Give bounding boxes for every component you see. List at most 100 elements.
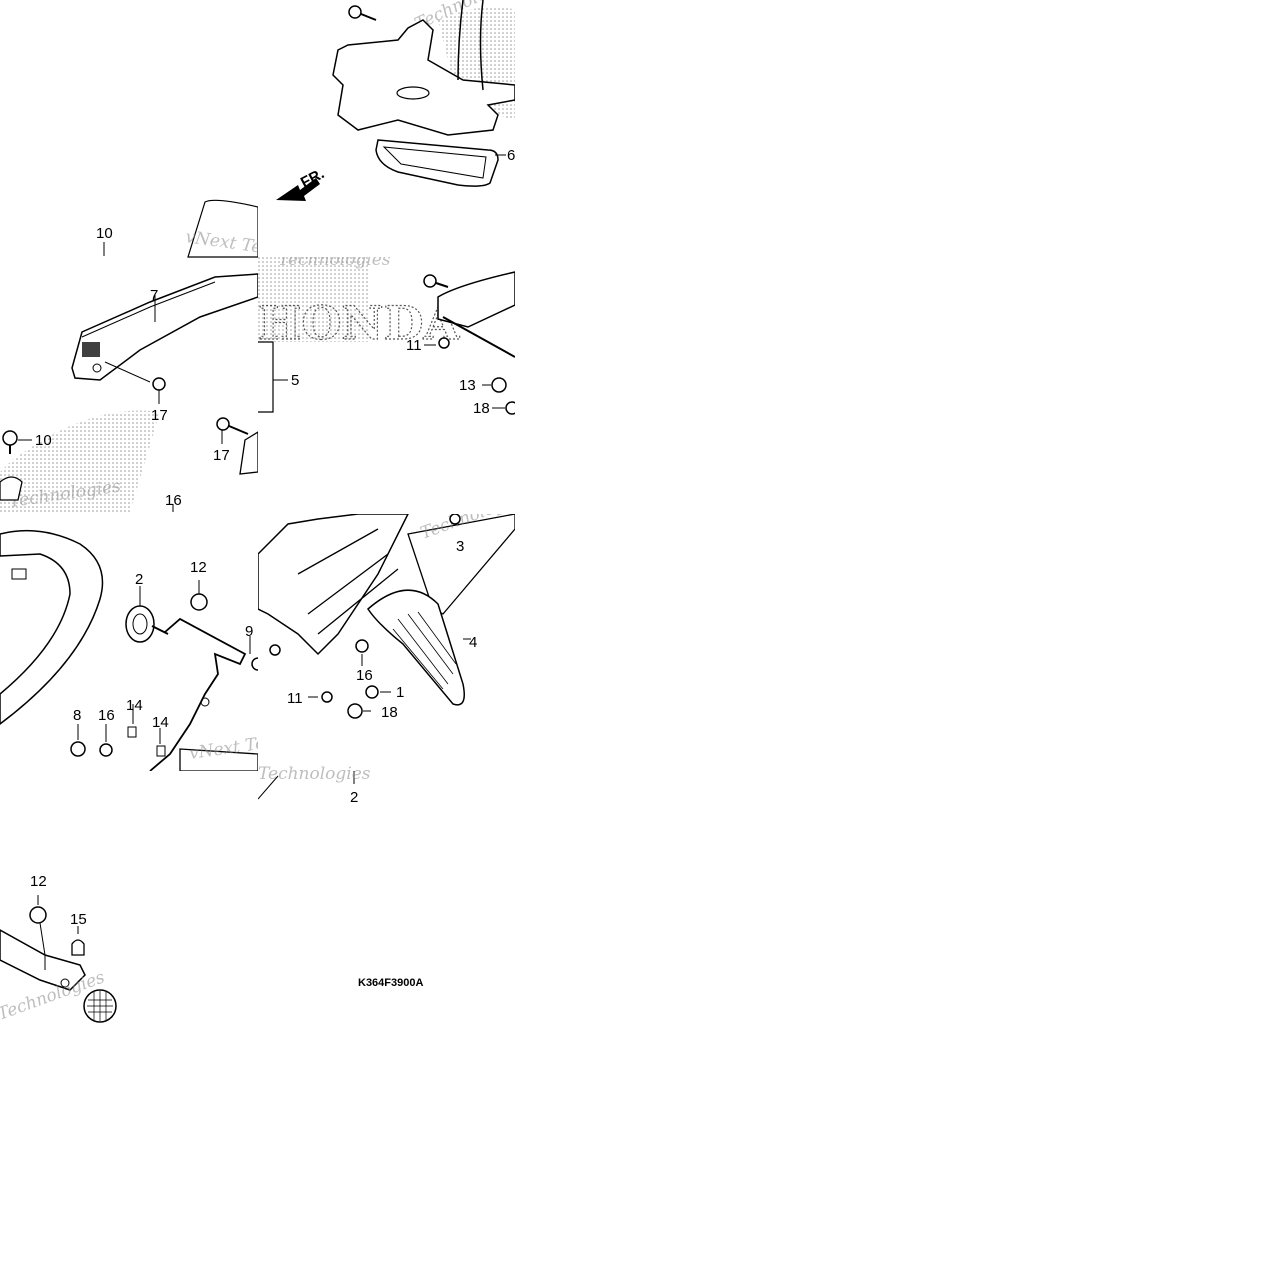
cowl-hole (92, 363, 102, 373)
callout-label: 18 (381, 704, 398, 721)
reflector-grid (87, 991, 113, 1021)
bolt-shank (151, 625, 169, 635)
tray-strap (457, 0, 484, 91)
callout-label: 13 (459, 377, 476, 394)
callout-label: 14 (126, 697, 143, 714)
washer-icon (269, 644, 281, 656)
diagram-tile-mudguard: Technologies 3 4 16 11 1 18 2 Technologi… (258, 514, 515, 804)
hugger (367, 589, 465, 706)
nut-icon (29, 906, 47, 924)
tray-body (332, 19, 515, 136)
frame-bracket (258, 514, 409, 656)
bracket-rail (442, 316, 515, 358)
watermark: Technologies (278, 257, 391, 270)
frame-struts (297, 528, 399, 635)
screw-icon (152, 377, 166, 391)
callout-label: 2 (135, 571, 143, 588)
callout-label: 11 (406, 337, 422, 354)
watermark: Technologies (258, 764, 371, 784)
cowl-crease (81, 281, 216, 338)
shaded-region (0, 410, 160, 512)
seal-strip-inner (382, 146, 487, 179)
reflector-bracket (0, 929, 86, 991)
clip-nut-icon (156, 745, 166, 757)
hugger-ribs (392, 611, 457, 690)
callout-label: 16 (356, 667, 373, 684)
plate-bracket-drawing: vNext Tec 2 12 9 1 8 16 14 14 (0, 529, 258, 771)
diagram-tile-brand-bracket: Technologies HONDA 11 13 18 5 (258, 257, 515, 514)
tail-cover (0, 529, 104, 725)
callout-label: 5 (291, 372, 299, 389)
bolt-shank (228, 425, 249, 435)
cover-clip (11, 568, 27, 580)
cowl-badge (82, 342, 100, 357)
part-code: K364F3900A (358, 977, 424, 989)
leader-line (424, 344, 505, 409)
license-bracket (149, 617, 247, 771)
leader-line (77, 580, 251, 744)
side-cowl-drawing: vNext Tec Technologies 10 7 17 17 10 16 (0, 199, 258, 512)
bolt-icon (449, 514, 461, 525)
cowl-edge (187, 199, 258, 258)
diagram-tile-side-cowl: vNext Tec Technologies 10 7 17 17 10 16 (0, 182, 258, 512)
seal-strip (375, 139, 499, 187)
front-arrow-icon (276, 178, 320, 201)
assembly-bracket (258, 341, 274, 413)
callout-label: 9 (245, 623, 253, 640)
brand-mark: HONDA (258, 296, 460, 350)
bushing-icon (251, 657, 258, 671)
callout-label: 15 (70, 911, 87, 928)
grommet (0, 476, 23, 501)
mudguard-drawing: Technologies 3 4 16 11 1 18 2 Technologi… (258, 514, 515, 804)
bolt-icon (348, 5, 362, 19)
callout-label: 17 (151, 407, 168, 424)
callout-label: 16 (98, 707, 115, 724)
clip-icon (438, 337, 450, 349)
bracket-fragment (239, 431, 258, 475)
callout-label: 3 (456, 538, 464, 555)
plate-edge (179, 748, 258, 771)
bulb-icon (71, 939, 85, 956)
cowl-body (71, 273, 258, 381)
bolt-icon (2, 430, 18, 446)
callout-label: 1 (396, 684, 404, 701)
nut-icon (491, 377, 507, 393)
bolt-icon (355, 639, 369, 653)
callout-label: 6 (507, 147, 515, 164)
clip-nut-icon (127, 726, 137, 738)
bolt-icon (99, 743, 113, 757)
diagram-tile-rear-tray: Technologies 6 FR. (258, 0, 515, 257)
leader-line (258, 638, 471, 800)
callout-label: 12 (190, 559, 207, 576)
callout-label: 8 (73, 707, 81, 724)
callout-label: 10 (35, 432, 52, 449)
bolt-icon (423, 274, 437, 288)
nut-icon (70, 741, 86, 757)
bolt-shank (435, 282, 449, 288)
bracket-hole (200, 697, 210, 707)
bolt-icon (216, 417, 230, 431)
diagram-tile-plate-bracket: vNext Tec 2 12 9 1 8 16 14 14 (0, 514, 258, 771)
tray-hole (396, 86, 430, 100)
leader-line (104, 361, 151, 383)
leader-line (39, 922, 46, 970)
callout-label: 16 (165, 492, 182, 509)
callout-label: 12 (30, 873, 47, 890)
front-label: FR. (298, 165, 327, 191)
nut-icon (347, 703, 363, 719)
washer-icon (365, 685, 379, 699)
nut-icon (190, 593, 208, 611)
callout-label: 10 (96, 225, 113, 242)
bolt-shank (360, 13, 377, 21)
grommet-icon (125, 605, 155, 643)
callout-label: 18 (473, 400, 490, 417)
nut-icon (505, 401, 515, 415)
rear-tray-drawing: Technologies 6 FR. (276, 0, 515, 201)
callout-label: 14 (152, 714, 169, 731)
reflector-drawing: 12 15 Technologies (0, 873, 117, 1025)
clip-icon (321, 691, 333, 703)
callout-label: 7 (150, 287, 158, 304)
grommet-inner (132, 613, 148, 635)
callout-label: 2 (350, 789, 358, 804)
